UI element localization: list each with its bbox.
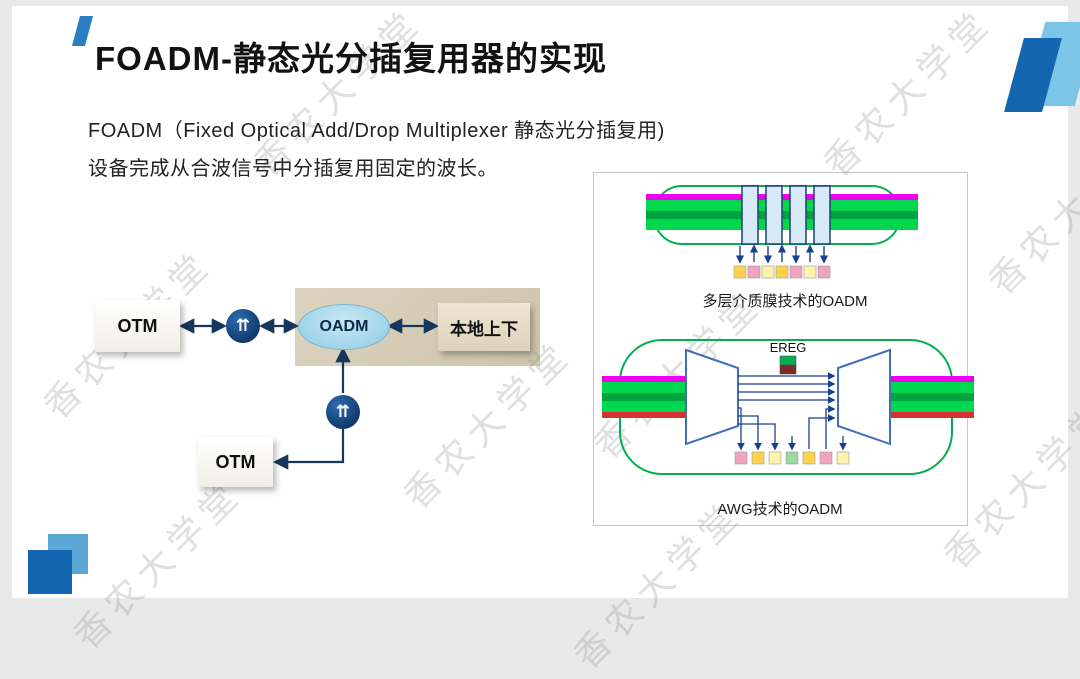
fiber-link-icon: ⇈ xyxy=(226,309,260,343)
page-title: FOADM-静态光分插复用器的实现 xyxy=(95,40,607,77)
channel-squares xyxy=(733,265,831,279)
ereg-squares xyxy=(779,355,797,375)
double-arrow-glyph: ⇈ xyxy=(335,402,351,421)
awg-oadm-figure xyxy=(602,339,974,475)
ereg-label: EREG xyxy=(769,340,807,355)
body-text-line2: 设备完成从合波信号中分插复用固定的波长。 xyxy=(88,158,498,180)
adddrop-arrows xyxy=(735,244,829,264)
thinfilm-oadm-figure xyxy=(646,185,918,279)
corner-shape-bottom-left-dark xyxy=(28,550,72,594)
otm-node-top: OTM xyxy=(95,300,180,352)
otm-node-bottom: OTM xyxy=(198,437,273,487)
right-panel xyxy=(593,172,968,526)
thinfilm-caption: 多层介质膜技术的OADM xyxy=(702,293,868,310)
channel-squares xyxy=(734,451,850,465)
awg-waveguides xyxy=(737,372,847,451)
right-fiber-bar xyxy=(890,376,974,418)
oadm-node: OADM xyxy=(298,304,390,350)
local-adddrop-node: 本地上下 xyxy=(438,303,530,351)
double-arrow-glyph: ⇈ xyxy=(235,316,251,335)
thinfilm-filters xyxy=(741,185,831,245)
awg-right-coupler xyxy=(837,348,891,446)
awg-left-coupler xyxy=(685,348,739,446)
slide-background xyxy=(12,6,1068,598)
network-diagram-arrows xyxy=(178,318,440,470)
slide: 香农大学堂 香农大学堂 香农大学堂 香农大学堂 香农大学堂 香农大学堂 香农大学… xyxy=(12,0,1080,677)
left-fiber-bar xyxy=(602,376,686,418)
body-text-line1: FOADM（Fixed Optical Add/Drop Multiplexer… xyxy=(88,120,665,142)
awg-caption: AWG技术的OADM xyxy=(717,501,843,518)
fiber-link-icon: ⇈ xyxy=(326,395,360,429)
